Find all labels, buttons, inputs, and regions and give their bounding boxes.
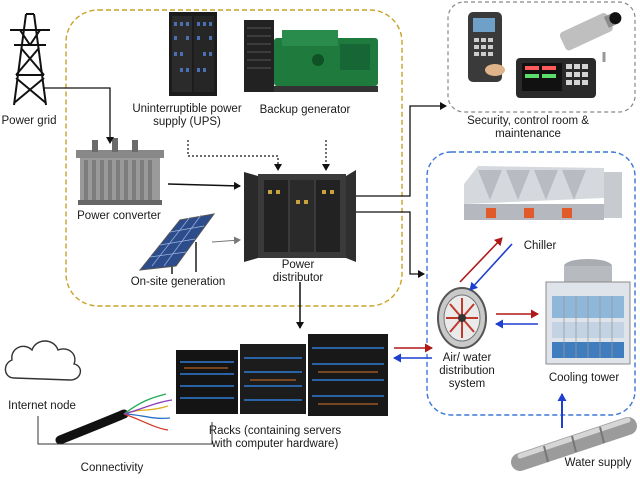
- ups-cabinet-icon: [169, 12, 217, 96]
- security-boundary: [447, 1, 636, 113]
- arrow-chiller-to-airwater-cold: [469, 243, 513, 291]
- power-distributor-icon: [244, 170, 356, 262]
- cooling-systems-boundary: [426, 151, 636, 416]
- arrow-converter-to-distributor: [167, 181, 241, 190]
- arrow-ups-to-distributor: [187, 140, 282, 171]
- arrow-distributor-to-security: [356, 102, 447, 197]
- security-devices-icon: [468, 12, 622, 98]
- water-supply-pipe-icon: [511, 417, 637, 471]
- arrow-distributor-to-cooling: [356, 211, 425, 278]
- label-onsite-generation: On-site generation: [130, 276, 226, 288]
- label-internet-node: Internet node: [8, 400, 76, 412]
- backup-generator-icon: [244, 20, 378, 92]
- label-air-water: Air/ water distribution system: [439, 352, 495, 390]
- label-water-supply: Water supply: [564, 457, 632, 469]
- label-power-grid: Power grid: [1, 115, 57, 127]
- solar-panel-icon: [138, 213, 216, 274]
- cooling-tower-icon: [545, 259, 631, 365]
- line-internet-to-racks: [37, 416, 213, 445]
- power-converter-icon: [76, 138, 164, 205]
- fiber-cable-icon: [55, 393, 173, 445]
- arrow-solar-to-distributor: [211, 236, 241, 245]
- label-connectivity: Connectivity: [80, 462, 144, 474]
- chiller-icon: [464, 166, 622, 220]
- server-racks-icon: [176, 334, 388, 416]
- label-racks: Racks (containing servers with computer …: [208, 425, 342, 450]
- label-power-distributor: Power distributor: [272, 259, 324, 284]
- arrow-grid-to-converter: [44, 87, 114, 144]
- label-backup-generator: Backup generator: [259, 104, 351, 116]
- label-chiller: Chiller: [523, 240, 557, 252]
- arrow-airwater-to-chiller-hot: [459, 237, 503, 283]
- label-security: Security, control room & maintenance: [467, 115, 589, 140]
- label-cooling-tower: Cooling tower: [548, 372, 620, 384]
- label-ups: Uninterruptible power supply (UPS): [132, 103, 242, 128]
- internet-cloud-icon: [4, 340, 81, 381]
- air-water-fan-icon: [437, 287, 487, 349]
- power-grid-tower-icon: [10, 13, 50, 106]
- label-power-converter: Power converter: [77, 210, 161, 222]
- power-systems-boundary: [65, 9, 403, 307]
